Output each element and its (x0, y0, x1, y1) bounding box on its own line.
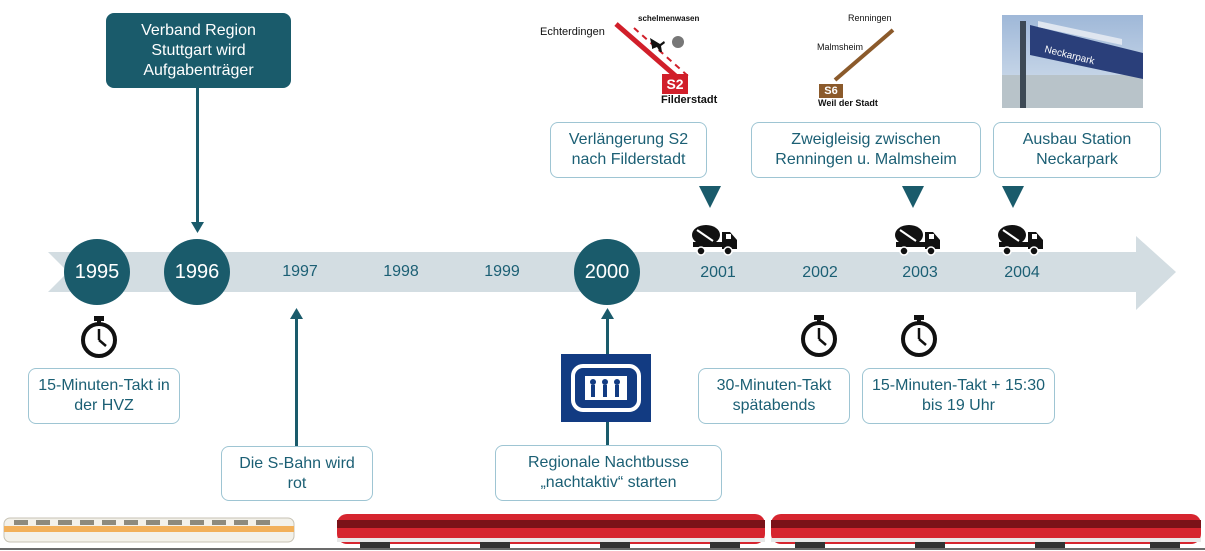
year-circle-1995: 1995 (64, 239, 130, 305)
marker-2001 (699, 186, 721, 208)
s6-terminus: Weil der Stadt (818, 98, 878, 108)
s2-line-map: Echterdingen Schelmenwasen S2 Filderstad… (538, 10, 718, 110)
neckarpark-station-photo: Neckarpark (1002, 15, 1143, 108)
s2-terminus: Filderstadt (661, 94, 718, 106)
connector-2000 (606, 318, 609, 354)
year-label-2004: 2004 (1004, 264, 1040, 281)
marker-2003 (902, 186, 924, 208)
year-circle-1996: 1996 (164, 239, 230, 305)
year-label-1998: 1998 (383, 263, 419, 280)
connector-1996-arrowhead (191, 222, 204, 233)
event-neckarpark: Ausbau Station Neckarpark (993, 122, 1161, 178)
connector-2000-arrowhead (601, 308, 614, 319)
stopwatch-icon (801, 315, 837, 357)
event-takt-1995: 15-Minuten-Takt in der HVZ (28, 368, 180, 424)
year-label-2002: 2002 (802, 264, 838, 281)
event-verband: Verband Region Stuttgart wird Aufgabentr… (106, 13, 291, 88)
connector-1997-arrowhead (290, 308, 303, 319)
s2-place-schelmenwasen: Schelmenwasen (638, 14, 700, 23)
connector-1997 (295, 318, 298, 446)
s6-place-malmsheim: Malmsheim (817, 42, 864, 52)
year-label-2001: 2001 (700, 264, 736, 281)
train-icon (0, 514, 1205, 550)
stopwatch-icon (81, 316, 117, 358)
s6-line-map: Renningen Malmsheim S6 Weil der Stadt (815, 10, 905, 110)
s2-route-graphic (614, 22, 689, 80)
year-label-1997: 1997 (282, 263, 318, 280)
event-sbahn-rot: Die S-Bahn wird rot (221, 446, 373, 501)
construction-truck-icon (998, 225, 1043, 256)
s6-route-graphic (833, 28, 895, 82)
year-circle-2000: 2000 (574, 239, 640, 305)
marker-2004 (1002, 186, 1024, 208)
event-zweigleisig: Zweigleisig zwischen Renningen u. Malmsh… (751, 122, 981, 178)
s6-place-renningen: Renningen (848, 13, 892, 23)
year-label-2003: 2003 (902, 264, 938, 281)
connector-1996 (196, 88, 199, 228)
event-takt-2002: 30-Minuten-Takt spätabends (698, 368, 850, 424)
s2-place-echterdingen: Echterdingen (540, 26, 605, 38)
construction-truck-icon (895, 225, 940, 256)
year-label-1999: 1999 (484, 263, 520, 280)
event-s2-verlaengerung: Verlängerung S2 nach Filderstadt (550, 122, 707, 178)
event-takt-2003: 15-Minuten-Takt + 15:30 bis 19 Uhr (862, 368, 1055, 424)
connector-2000-lower (606, 422, 609, 446)
event-nachtbusse: Regionale Nachtbusse „nachtaktiv“ starte… (495, 445, 722, 501)
s6-badge: S6 (819, 84, 843, 98)
stopwatch-icon (901, 315, 937, 357)
night-bus-icon (561, 354, 651, 422)
s2-badge: S2 (662, 74, 688, 94)
construction-truck-icon (692, 225, 737, 256)
